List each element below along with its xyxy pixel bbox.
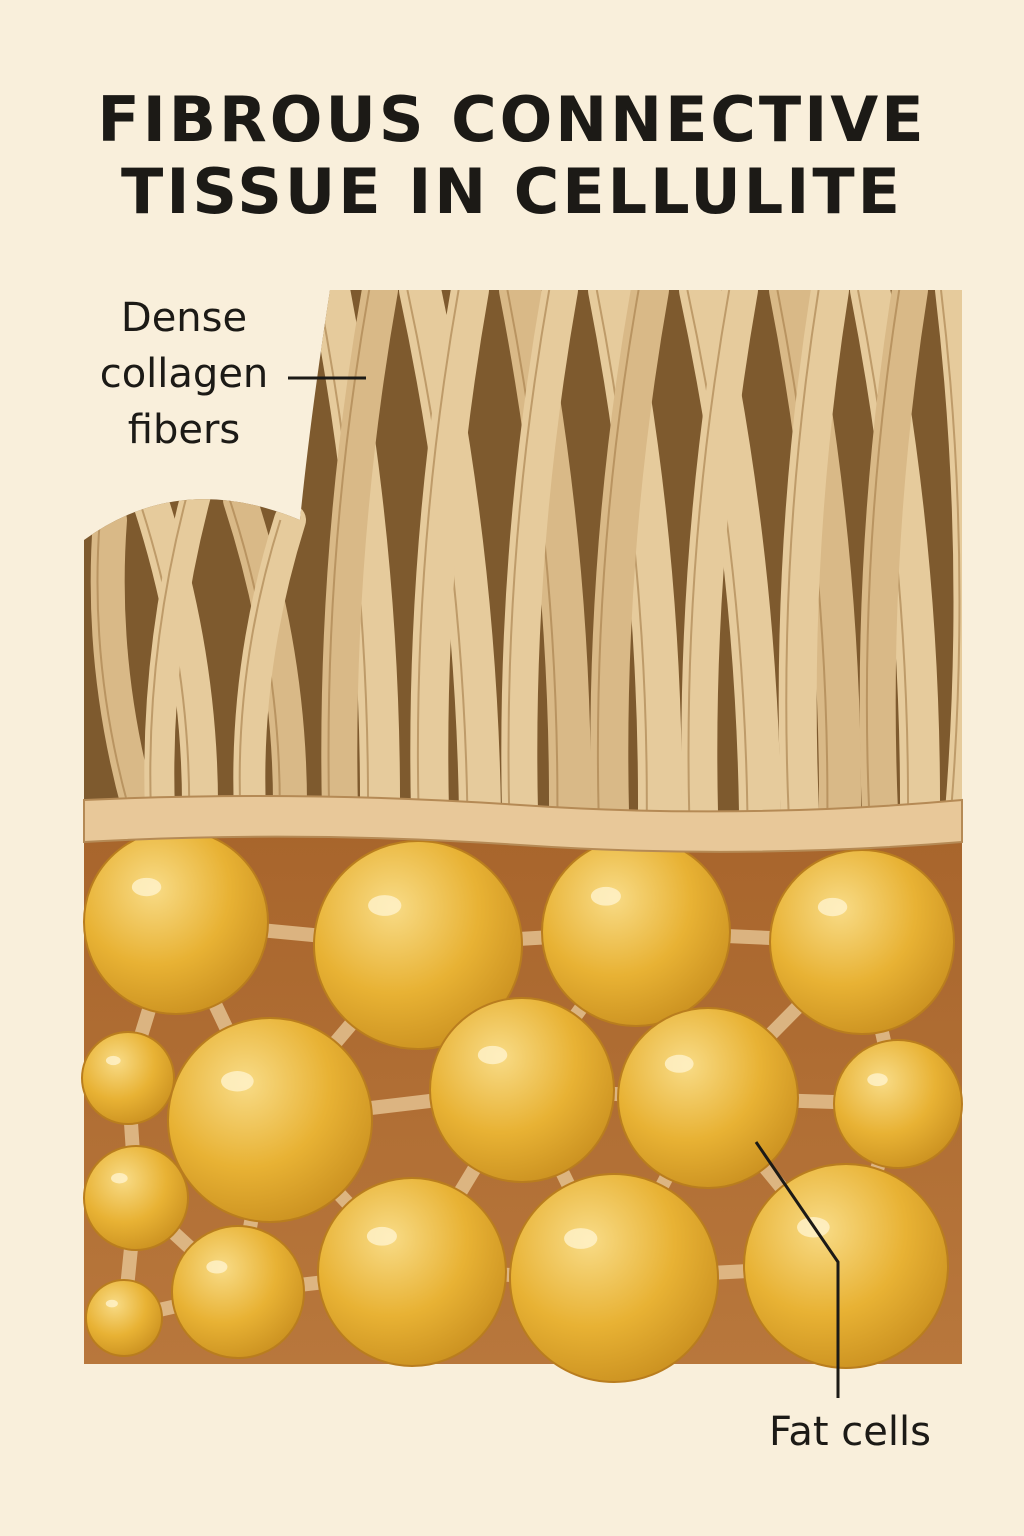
diagram-title: FIBROUS CONNECTIVE TISSUE IN CELLULITE bbox=[0, 84, 1024, 228]
fat-cell-highlight bbox=[368, 895, 402, 916]
fiber-shading-line bbox=[327, 290, 371, 812]
fat-cell bbox=[617, 1007, 799, 1189]
fiber-shading-line bbox=[865, 290, 901, 812]
collagen-fiber bbox=[399, 290, 501, 812]
fiber-shading-line bbox=[596, 290, 640, 812]
collagen-fiber bbox=[859, 290, 928, 812]
fat-cell-layer bbox=[81, 829, 963, 1383]
fat-cell bbox=[171, 1225, 305, 1359]
fat-cell-highlight bbox=[105, 1299, 118, 1308]
fat-cell bbox=[541, 837, 731, 1027]
collagen-fiber bbox=[310, 290, 401, 812]
fiber-shading-line bbox=[507, 290, 551, 812]
fiber-shading-line bbox=[940, 290, 961, 812]
fat-cell-highlight bbox=[590, 886, 621, 906]
collagen-label-line-2: collagen bbox=[99, 351, 269, 397]
collagen-fiber bbox=[223, 483, 308, 812]
fiber-shading-line bbox=[785, 290, 820, 812]
fat-cell bbox=[83, 829, 269, 1015]
collagen-fiber bbox=[778, 290, 849, 812]
collagen-fiber bbox=[681, 290, 758, 812]
fat-cell bbox=[317, 1177, 507, 1367]
collagen-fiber bbox=[410, 290, 489, 812]
fat-cell bbox=[81, 1031, 175, 1125]
collagen-fiber bbox=[935, 290, 962, 812]
fat-cell bbox=[83, 1145, 189, 1251]
fat-cell-highlight bbox=[664, 1054, 694, 1073]
fat-cell bbox=[509, 1173, 719, 1383]
fat-cell bbox=[429, 997, 615, 1183]
fiber-shading-line bbox=[506, 290, 559, 812]
collagen-fiber-layer bbox=[84, 290, 962, 812]
fiber-shading-line bbox=[686, 290, 749, 812]
fat-cells-leader-line bbox=[754, 1141, 840, 1398]
fat-cell-highlight bbox=[105, 1055, 121, 1066]
collagen-fiber bbox=[90, 503, 157, 812]
fat-cell-highlight bbox=[131, 877, 162, 897]
collagen-fiber bbox=[144, 465, 215, 812]
fat-cell-highlight bbox=[111, 1173, 128, 1184]
fat-cell bbox=[769, 849, 955, 1035]
fiber-shading-line bbox=[96, 519, 131, 812]
fat-cell-highlight bbox=[366, 1226, 397, 1246]
fiber-shading-line bbox=[687, 290, 731, 812]
fat-cell-highlight bbox=[564, 1228, 598, 1249]
fat-cells-label: Fat cells bbox=[769, 1409, 931, 1455]
collagen-fiber bbox=[590, 290, 669, 812]
collagen-label-line-1: Dense bbox=[120, 295, 248, 341]
collagen-label-line-3: fibers bbox=[127, 407, 241, 453]
connective-membrane-band bbox=[83, 795, 963, 853]
fat-cell-highlight bbox=[817, 897, 848, 917]
title-line-1: FIBROUS CONNECTIVE bbox=[97, 83, 927, 156]
collagen-fiber bbox=[132, 482, 219, 812]
fat-cell-highlight bbox=[221, 1071, 254, 1092]
fiber-shading-line bbox=[238, 519, 282, 812]
fat-cell bbox=[167, 1017, 373, 1223]
title-line-2: TISSUE IN CELLULITE bbox=[121, 155, 903, 228]
fat-cell-highlight bbox=[477, 1045, 508, 1065]
collagen-fibers-label: Dense collagen fibers bbox=[76, 290, 292, 458]
fat-cell bbox=[313, 840, 523, 1050]
fat-cell-highlight bbox=[206, 1260, 228, 1274]
fat-cell-highlight bbox=[867, 1073, 888, 1087]
fiber-shading-line bbox=[149, 479, 192, 812]
fat-cell bbox=[833, 1039, 963, 1169]
collagen-fiber bbox=[501, 290, 578, 812]
fat-cell bbox=[743, 1163, 949, 1369]
collagen-fiber bbox=[233, 504, 306, 812]
collagen-fiber bbox=[321, 290, 398, 812]
fat-cell bbox=[85, 1279, 163, 1357]
fiber-shading-line bbox=[416, 290, 460, 812]
